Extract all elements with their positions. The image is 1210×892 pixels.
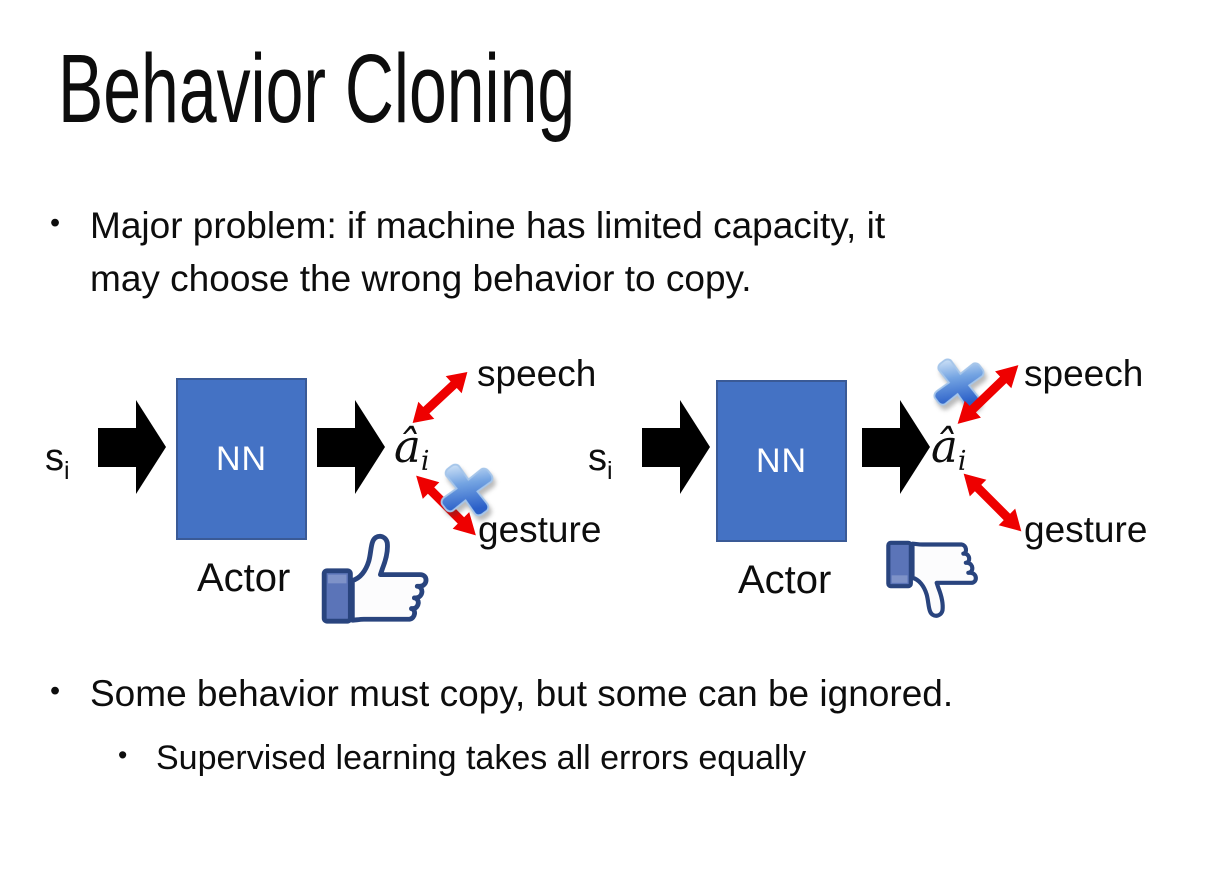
action-base: â [394,420,421,473]
double-arrow-icon [953,463,1032,542]
cross-icon [925,350,993,418]
speech-label-right: speech [1024,353,1144,394]
state-label-right: si [588,437,613,486]
bullet-some-behavior: • Some behavior must copy, but some can … [50,668,1170,721]
action-label-left: âi [394,424,429,475]
actor-label-right: Actor [738,558,832,602]
bullet-major-problem: • Major problem: if machine has limited … [50,200,1130,306]
bullet-major-text: Major problem: if machine has limited ca… [90,200,885,306]
gesture-label-right: gesture [1024,509,1148,550]
flow-arrow-tail [862,428,900,467]
double-arrow-icon [947,354,1029,435]
actor-label-left: Actor [197,556,291,600]
bullet-major-line1: Major problem: if machine has limited ca… [90,205,886,246]
action-label-right: âi [931,424,966,475]
thumbs-up-icon [320,530,437,627]
flow-arrow-icon [317,400,385,495]
flow-arrow-tail [317,428,355,467]
bullet-dot: • [50,675,61,707]
state-base: s [45,437,64,479]
action-subscript: i [420,446,430,477]
state-subscript: i [607,457,613,485]
nn-box-right: NN [716,380,847,542]
bullet-supervised: • Supervised learning takes all errors e… [118,734,1118,783]
state-subscript: i [64,457,70,485]
action-subscript: i [957,446,967,477]
speech-label-left: speech [477,353,597,394]
flow-arrow-head [136,400,166,494]
slide-title: Behavior Cloning [58,34,576,143]
cross-icon [432,455,502,525]
flow-arrow-head [680,400,710,494]
state-label-left: si [45,437,70,486]
thumbs-down-icon [885,531,985,628]
flow-arrow-icon [862,400,930,495]
action-base: â [931,420,958,473]
flow-arrow-icon [642,400,710,495]
flow-arrow-icon [98,400,166,495]
bullet-some-text: Some behavior must copy, but some can be… [90,673,954,714]
double-arrow-icon [402,361,477,434]
flow-arrow-head [900,400,930,494]
bullet-dot: • [118,740,128,770]
nn-label: NN [755,441,808,480]
gesture-label-left: gesture [478,509,602,550]
state-base: s [588,437,607,479]
bullet-major-line2: may choose the wrong behavior to copy. [90,257,752,299]
flow-arrow-tail [642,428,680,467]
nn-label: NN [215,439,268,478]
bullet-supervised-text: Supervised learning takes all errors equ… [156,739,807,777]
bullet-dot: • [50,207,61,239]
nn-box-left: NN [176,378,307,540]
flow-arrow-tail [98,428,136,467]
flow-arrow-head [355,400,385,494]
